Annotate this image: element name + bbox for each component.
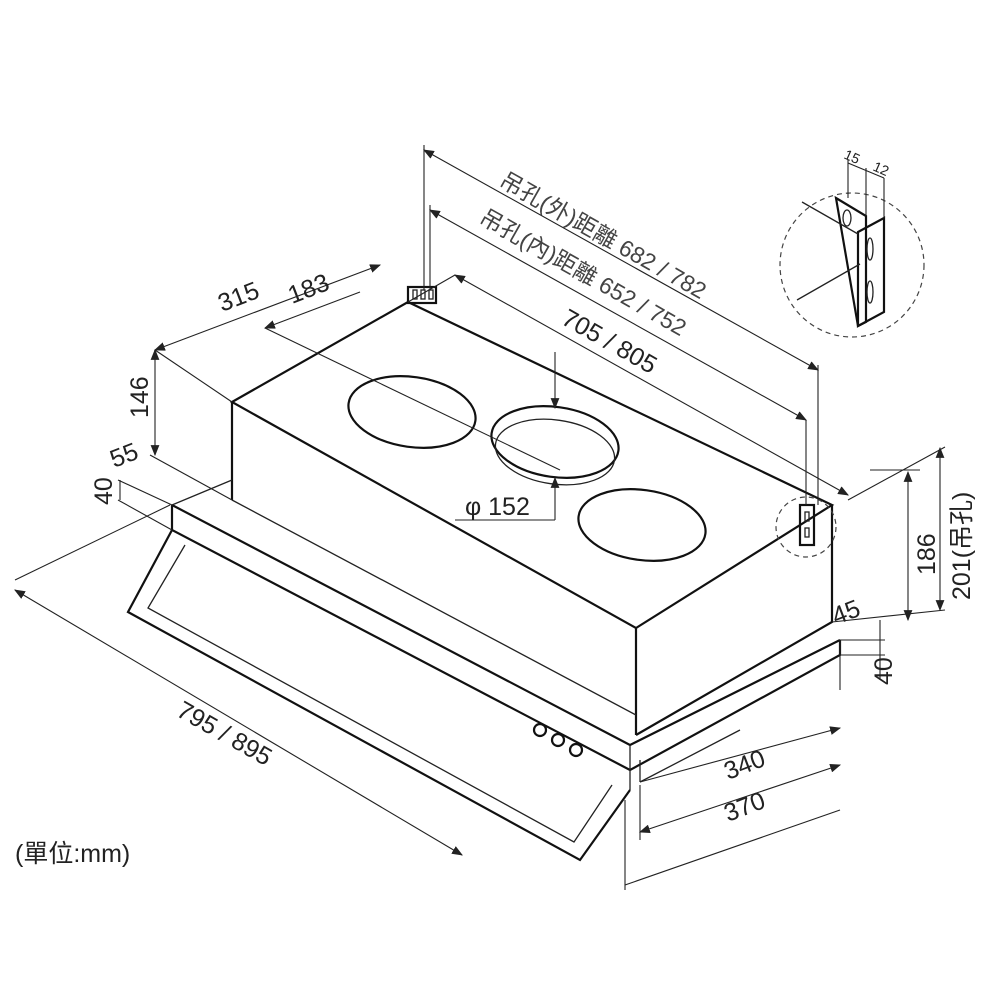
- dim-overall-length: 795 / 895: [172, 696, 277, 772]
- dim-201: 201(吊孔): [948, 492, 976, 600]
- bracket-dim-15: 15: [842, 146, 863, 167]
- dim-45: 45: [828, 594, 864, 630]
- dim-146: 146: [126, 376, 154, 418]
- mounting-bracket-left: [406, 285, 438, 305]
- dim-370: 370: [720, 787, 769, 828]
- dim-340: 340: [720, 745, 769, 786]
- control-knob: [532, 722, 548, 738]
- duct-hole-center: [490, 405, 620, 479]
- duct-hole-right: [577, 488, 707, 562]
- bracket-dim-12: 12: [871, 158, 892, 179]
- detail-callout-circle: [775, 496, 837, 558]
- dim-183: 183: [284, 269, 333, 310]
- dim-40-right: 40: [870, 657, 898, 685]
- duct-holes: [347, 375, 707, 562]
- dim-55: 55: [106, 437, 142, 473]
- dim-duct-diameter: φ 152: [465, 493, 530, 521]
- dimension-lines: [14, 145, 946, 890]
- dim-40-left: 40: [90, 477, 118, 505]
- dim-186: 186: [913, 533, 941, 575]
- unit-label: (單位:mm): [15, 840, 130, 868]
- control-knob: [550, 732, 566, 748]
- duct-hole-left: [347, 375, 477, 449]
- hood-body: [229, 300, 835, 736]
- bracket-detail: 15 12: [779, 146, 925, 338]
- control-knob: [568, 742, 584, 758]
- mounting-bracket-right: [798, 503, 816, 547]
